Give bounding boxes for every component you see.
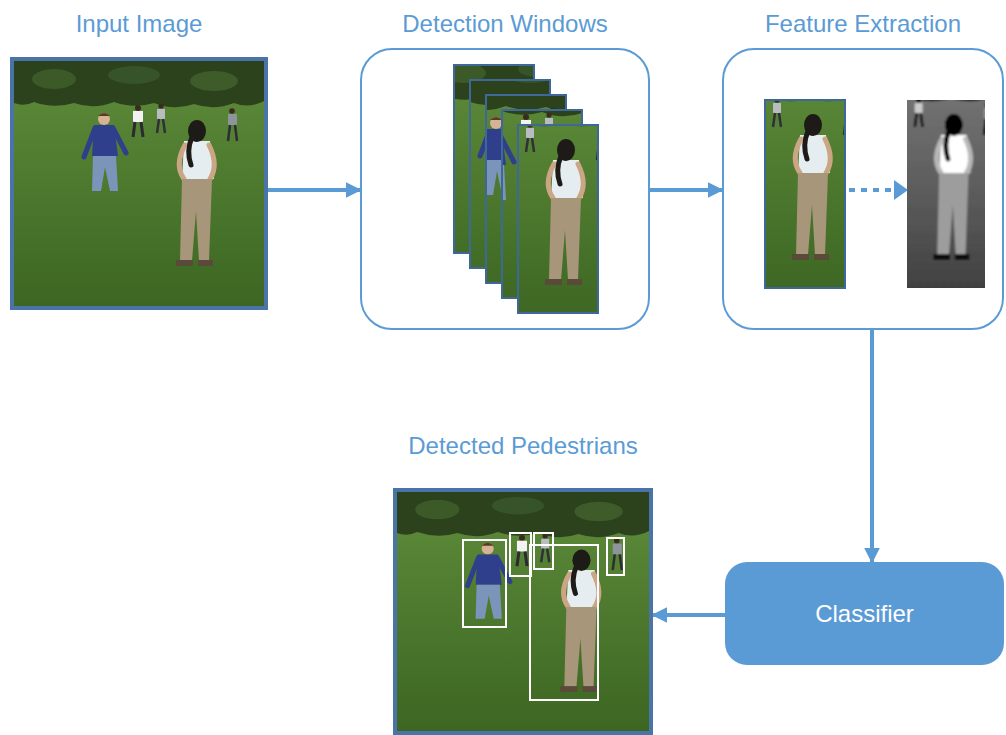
flow-arrow	[650, 188, 722, 192]
process-box: Classifier	[725, 562, 1004, 665]
stage-panel: Detection Windows	[360, 48, 650, 330]
box-label: Classifier	[815, 599, 914, 628]
image-frame: Detected Pedestrians	[393, 488, 653, 735]
stage-heading: Feature Extraction	[765, 10, 961, 39]
flow-arrow	[268, 188, 360, 192]
image-frame: Input Image	[10, 57, 268, 310]
flow-arrow	[870, 330, 874, 562]
stage-panel: Feature Extraction	[722, 48, 1004, 330]
stage-heading: Input Image	[76, 10, 203, 39]
flow-arrow	[653, 613, 725, 617]
stage-heading: Detected Pedestrians	[408, 432, 637, 461]
stage-heading: Detection Windows	[402, 10, 607, 39]
